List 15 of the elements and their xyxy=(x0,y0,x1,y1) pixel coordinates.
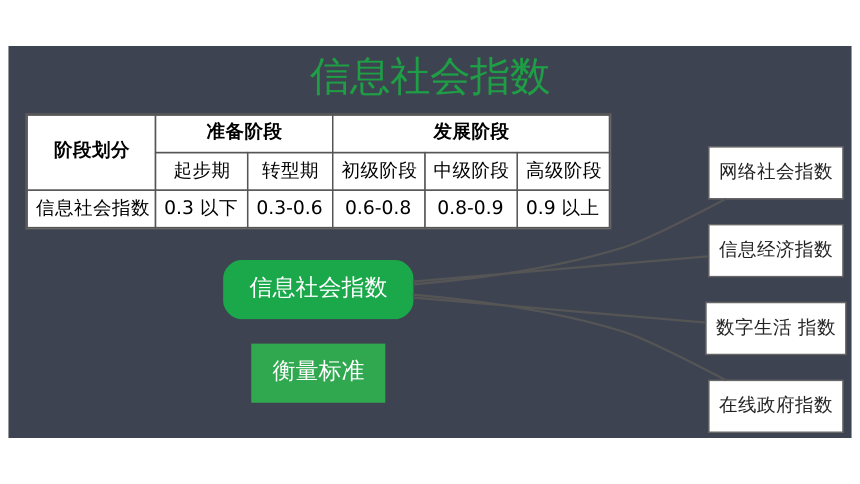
label: 高级阶段 xyxy=(526,160,602,182)
label: 中级阶段 xyxy=(434,160,510,182)
label: 初级阶段 xyxy=(341,160,418,182)
label: 阶段划分 xyxy=(54,140,130,162)
label: 0.9 以上 xyxy=(526,198,600,219)
label: 起步期 xyxy=(173,160,230,182)
label: 准备阶段 xyxy=(206,121,283,142)
label: 0.8-0.9 xyxy=(437,198,504,219)
label: 0.3 以下 xyxy=(164,198,238,219)
label: 0.6-0.8 xyxy=(344,198,412,219)
label: 信息社会指数 xyxy=(36,198,150,219)
label: 0.3-0.6 xyxy=(256,198,323,219)
label: 转型期 xyxy=(262,160,320,182)
label: 发展阶段 xyxy=(434,121,510,142)
diagram-title: 信息社会指数 xyxy=(310,52,550,100)
